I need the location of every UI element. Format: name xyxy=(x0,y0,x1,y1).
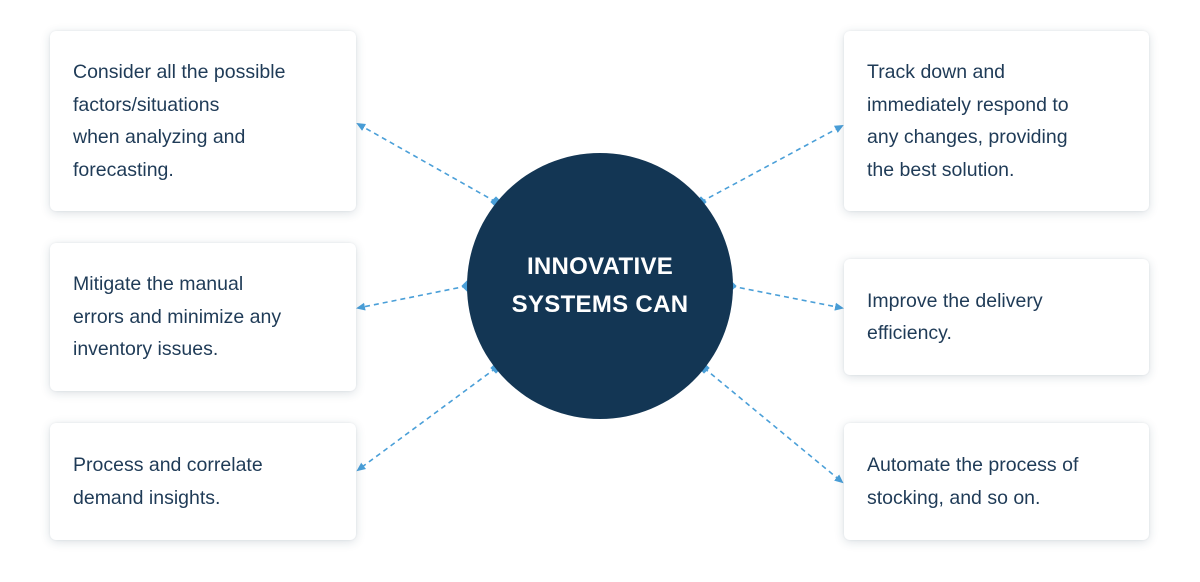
center-hub: INNOVATIVE SYSTEMS CAN xyxy=(467,153,733,419)
card-left-3: Process and correlate demand insights. xyxy=(50,423,356,540)
card-left-2-text: Mitigate the manual errors and minimize … xyxy=(73,273,282,361)
card-right-2: Improve the delivery efficiency. xyxy=(844,259,1149,375)
card-right-3-text: Automate the process of stocking, and so… xyxy=(867,454,1079,509)
connector-right-3 xyxy=(703,367,844,484)
card-left-2: Mitigate the manual errors and minimize … xyxy=(50,243,356,391)
card-right-1-text: Track down and immediately respond to an… xyxy=(867,61,1069,181)
card-right-2-text: Improve the delivery efficiency. xyxy=(867,289,1043,345)
connector-right-2 xyxy=(730,285,844,311)
card-left-1: Consider all the possible factors/situat… xyxy=(50,31,356,211)
connector-left-3 xyxy=(356,367,497,472)
card-left-3-text: Process and correlate demand insights. xyxy=(73,454,263,509)
connector-left-1 xyxy=(356,123,497,203)
card-right-1: Track down and immediately respond to an… xyxy=(844,31,1149,211)
hub-label: INNOVATIVE SYSTEMS CAN xyxy=(511,253,689,318)
connector-left-2 xyxy=(356,285,468,311)
card-left-1-text: Consider all the possible factors/situat… xyxy=(73,61,286,181)
card-right-3: Automate the process of stocking, and so… xyxy=(844,423,1149,540)
connector-right-1 xyxy=(700,125,844,203)
